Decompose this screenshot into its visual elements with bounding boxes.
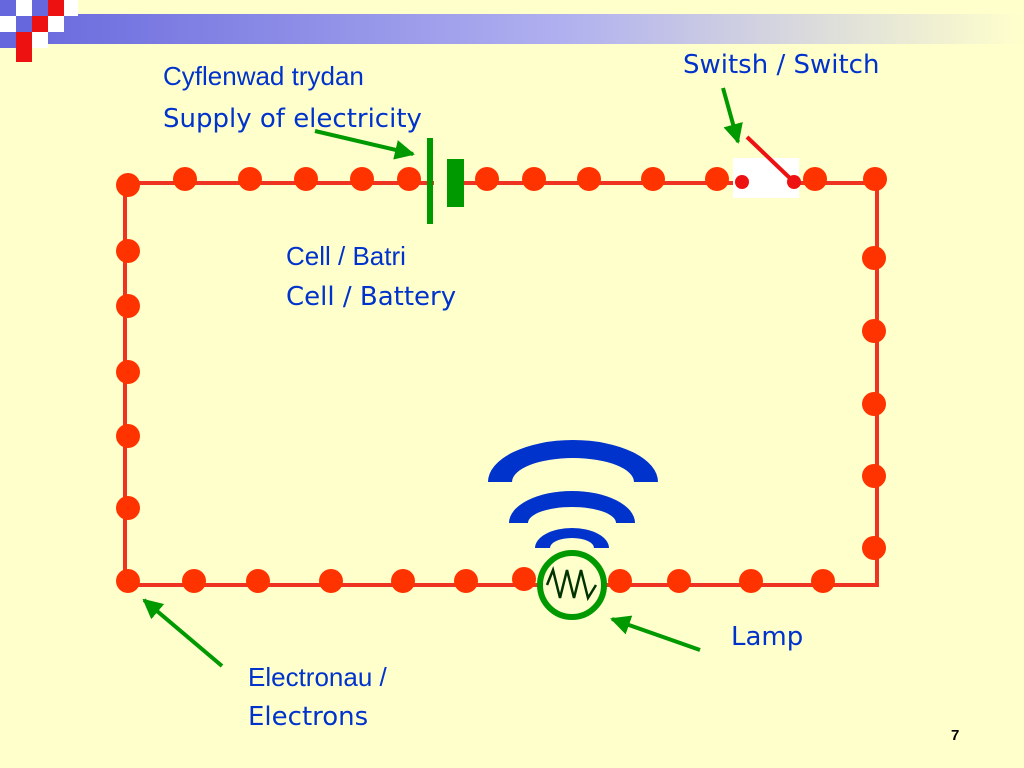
electrons-arrow (142, 598, 224, 668)
electron (862, 536, 886, 560)
electron (641, 167, 665, 191)
electrons (116, 167, 887, 593)
checkered-squares-logo (0, 0, 78, 62)
supply-label-welsh: Cyflenwad trydan (163, 61, 364, 91)
electrons-label-english: Electrons (248, 702, 369, 732)
electron (173, 167, 197, 191)
electron (294, 167, 318, 191)
electron (811, 569, 835, 593)
lamp-arrow (610, 615, 701, 652)
arrows (142, 87, 743, 668)
electrons-label-welsh: Electronau / (248, 662, 387, 692)
electron (863, 167, 887, 191)
switch-label: Switsh / Switch (683, 50, 880, 80)
cell-label-welsh: Cell / Batri (286, 241, 406, 271)
electron (182, 569, 206, 593)
electron (522, 167, 546, 191)
supply-arrow (314, 129, 415, 160)
electron (238, 167, 262, 191)
electron (116, 173, 140, 197)
electron (319, 569, 343, 593)
switch-contact-left (735, 175, 749, 189)
electron (397, 167, 421, 191)
electron (246, 569, 270, 593)
electron (862, 392, 886, 416)
circuit-wire (123, 181, 879, 587)
cell-label-english: Cell / Battery (286, 282, 457, 312)
electron (350, 167, 374, 191)
electron (577, 167, 601, 191)
header-bar (0, 14, 1024, 44)
electron (608, 569, 632, 593)
electron (116, 360, 140, 384)
electron (116, 496, 140, 520)
electron (862, 246, 886, 270)
light-waves-icon (488, 440, 658, 548)
electron (116, 294, 140, 318)
page-number: 7 (951, 727, 960, 744)
electron (512, 567, 536, 591)
electron (116, 569, 140, 593)
electron (739, 569, 763, 593)
lamp-symbol (537, 550, 607, 620)
switch-arrow (721, 87, 743, 144)
electron (705, 167, 729, 191)
electron (116, 424, 140, 448)
electron (803, 167, 827, 191)
electron (862, 319, 886, 343)
switch-symbol (733, 135, 801, 198)
electron (116, 239, 140, 263)
electron (454, 569, 478, 593)
switch-contact-right (787, 175, 801, 189)
electron (862, 464, 886, 488)
electron (475, 167, 499, 191)
switch-lever (745, 135, 796, 184)
battery-cell-symbol (427, 138, 464, 224)
electron (667, 569, 691, 593)
electron (391, 569, 415, 593)
supply-label-english: Supply of electricity (163, 104, 422, 134)
lamp-label: Lamp (731, 622, 804, 652)
